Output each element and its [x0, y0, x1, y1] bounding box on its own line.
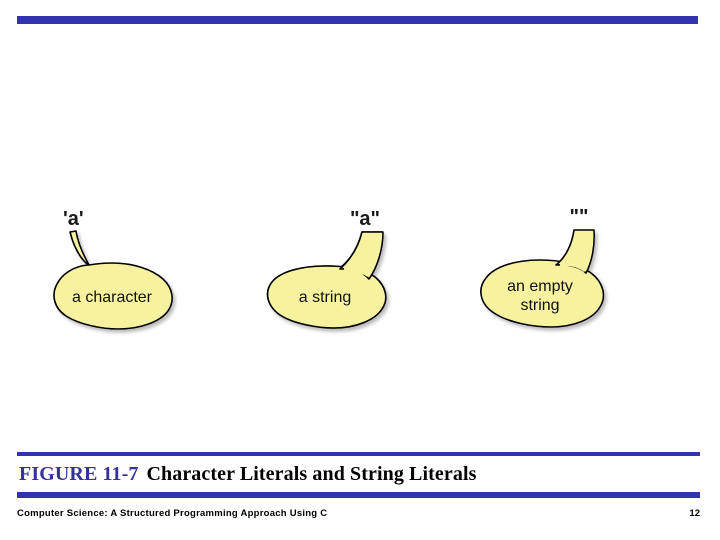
- figure-title: Character Literals and String Literals: [146, 463, 477, 485]
- bubble-group-character: 'a' a character: [53, 208, 173, 330]
- figure-illustration: 'a' a character "a" a string: [0, 170, 720, 340]
- literal-label-character: 'a': [63, 208, 84, 230]
- caption-rule-bottom: [17, 492, 700, 498]
- footer-page-number: 12: [689, 508, 700, 519]
- bubble-text-empty-string-line1: an empty: [507, 278, 573, 295]
- bubble-text-string-line1: a string: [299, 289, 351, 306]
- bubble-text-empty-string-line2: string: [520, 297, 559, 314]
- slide-footer: Computer Science: A Structured Programmi…: [17, 508, 700, 519]
- literal-label-string: "a": [350, 208, 380, 230]
- caption-rule-top: [17, 452, 700, 456]
- bubble-group-string: "a" a string: [266, 208, 387, 329]
- footer-source-text: Computer Science: A Structured Programmi…: [17, 508, 328, 519]
- bubble-text-character-line1: a character: [72, 289, 153, 306]
- bubble-shape-empty-string: [480, 229, 605, 328]
- figure-caption: FIGURE 11-7 Character Literals and String…: [17, 456, 700, 492]
- bubble-shape-string: [266, 231, 387, 329]
- bubble-group-empty-string: "" an empty string: [480, 206, 605, 328]
- bubble-shape-character: [53, 230, 173, 330]
- literal-label-empty-string: "": [570, 206, 589, 228]
- figure-caption-block: FIGURE 11-7 Character Literals and String…: [17, 452, 700, 498]
- figure-number: FIGURE 11-7: [19, 463, 139, 485]
- top-accent-rule: [17, 16, 698, 24]
